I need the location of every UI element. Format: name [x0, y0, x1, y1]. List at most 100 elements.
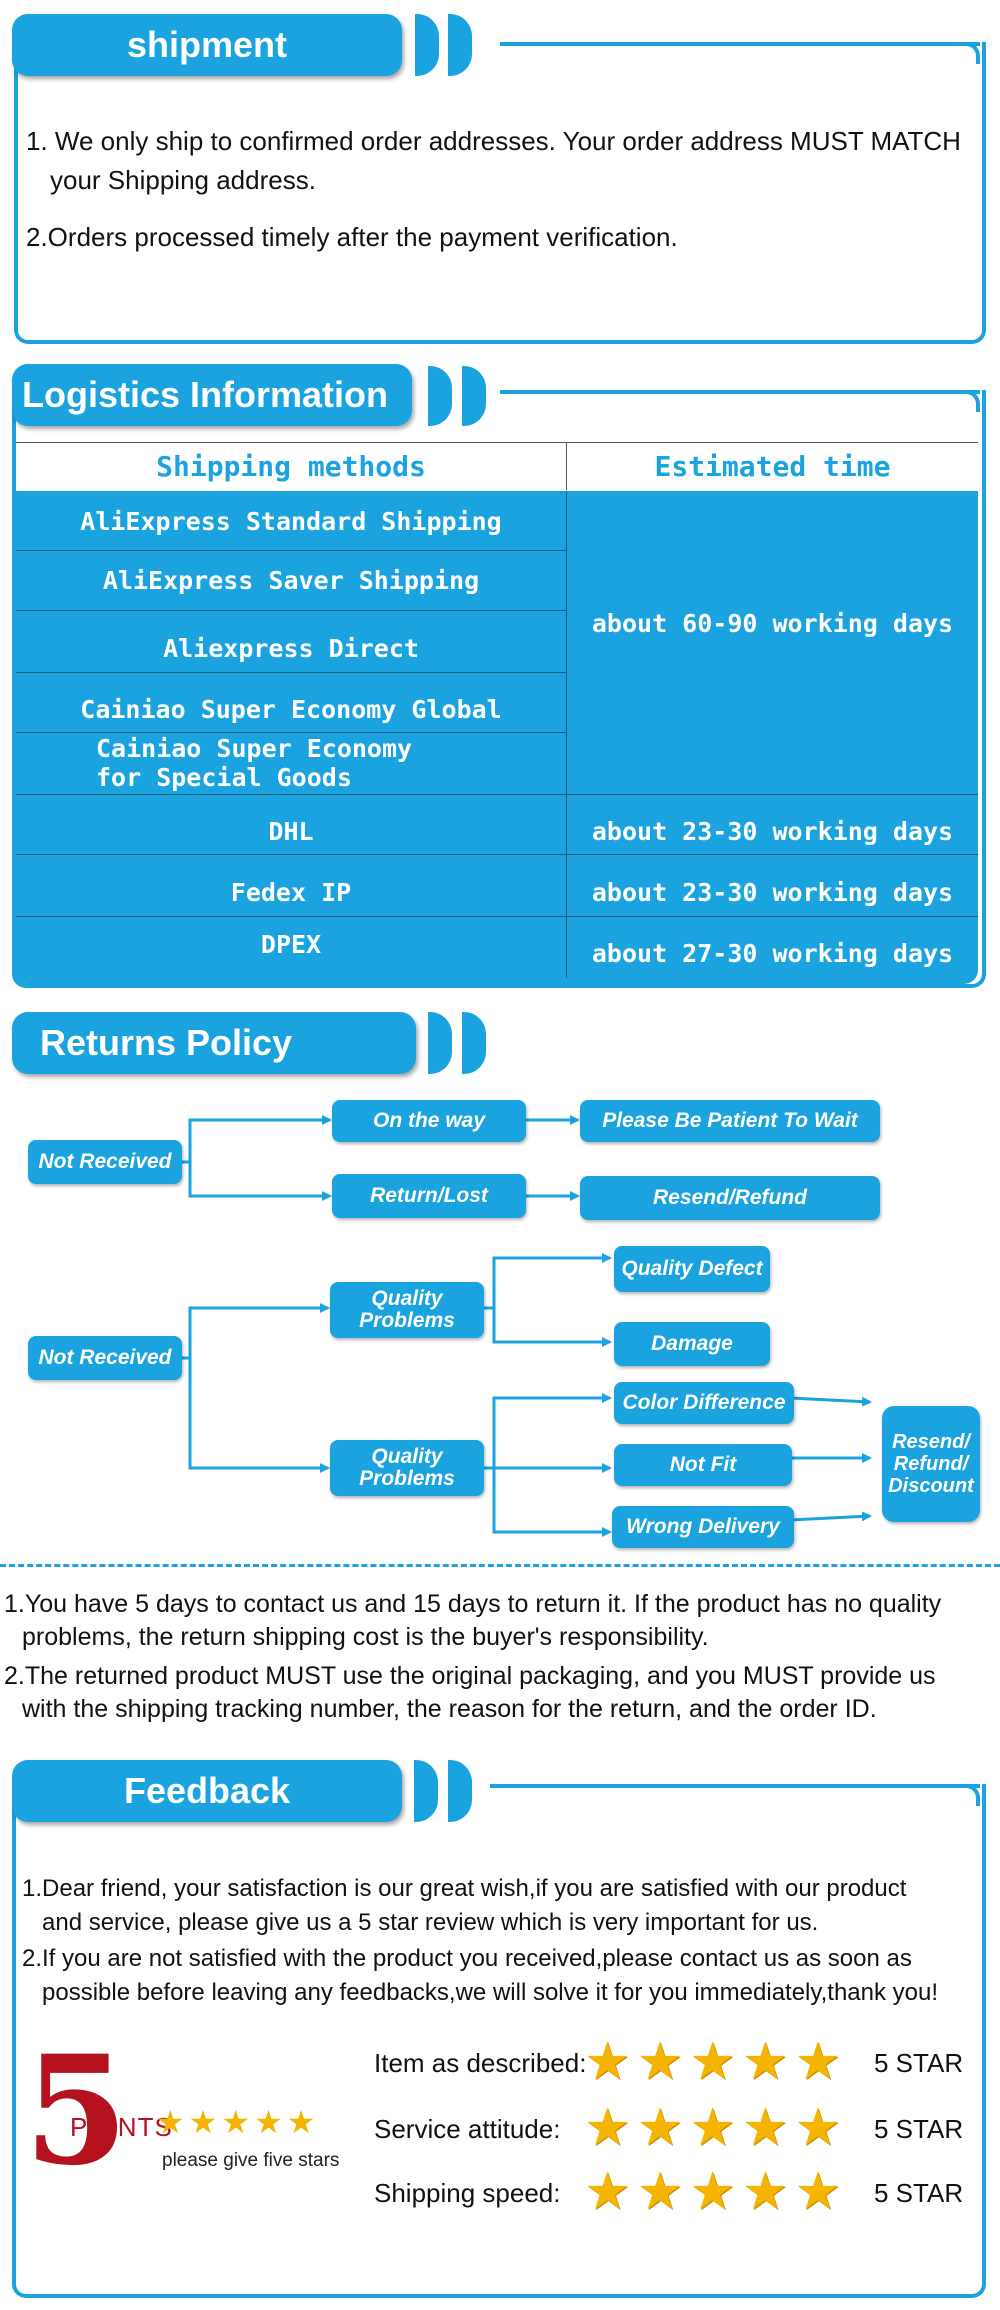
row-rule-4 [16, 732, 566, 733]
shipment-header-line [500, 42, 980, 46]
returns-note-2-line-1: 2.The returned product MUST use the orig… [4, 1662, 936, 1690]
star-icon: ★ [636, 2099, 684, 2157]
time-dpex: about 27-30 working days [591, 939, 954, 968]
returns-title: Returns Policy [12, 1012, 416, 1074]
time-standard-group: about 60-90 working days [591, 608, 954, 638]
method-aliexpress-standard: AliExpress Standard Shipping [80, 506, 502, 536]
returns-note-1-line-1: 1.You have 5 days to contact us and 15 d… [4, 1590, 942, 1618]
flow2-wrong-delivery: Wrong Delivery [612, 1506, 794, 1548]
five-points-label: POINTS [70, 2112, 173, 2142]
logistics-title-deco-2 [462, 366, 486, 426]
star-icon: ★ [636, 2033, 684, 2091]
flow2-color-difference: Color Difference [614, 1382, 794, 1424]
row-rule-1 [16, 550, 566, 551]
rating-service-attitude: Service attitude: ★★★★★ 5 STAR [374, 2102, 974, 2162]
logistics-header-corner [958, 390, 980, 412]
small-star-icon: ★ [156, 2104, 185, 2140]
shipment-item-1: 1. We only ship to confirmed order addre… [26, 122, 961, 200]
returns-note-1-line-2: problems, the return shipping cost is th… [22, 1622, 709, 1651]
flow1-not-received: Not Received [28, 1140, 182, 1184]
rating-shipping-speed: Shipping speed: ★★★★★ 5 STAR [374, 2166, 974, 2226]
rating-item-as-described: Item as described: ★★★★★ 5 STAR [374, 2036, 974, 2096]
feedback-header-line [490, 1784, 980, 1788]
rating-label: Shipping speed: [374, 2178, 561, 2208]
table-body [12, 491, 978, 984]
flow2-quality-problems-2: Quality Problems [330, 1440, 484, 1496]
returns-title-deco-2 [462, 1012, 486, 1074]
method-cainiao-global: Cainiao Super Economy Global [80, 695, 502, 724]
star-icon: ★ [794, 2163, 842, 2221]
returns-note-2: 2.The returned product MUST use the orig… [4, 1660, 936, 1725]
table-header-divider [566, 442, 567, 490]
feedback-title-deco-2 [448, 1760, 472, 1822]
star-icon: ★ [741, 2099, 789, 2157]
time-fedex: about 23-30 working days [591, 878, 954, 907]
row-rule-7 [16, 916, 978, 917]
star-icon: ★ [584, 2033, 631, 2091]
shipment-title-deco-1 [415, 14, 439, 76]
returns-note-1: 1.You have 5 days to contact us and 15 d… [4, 1588, 941, 1653]
feedback-title-deco-1 [414, 1760, 438, 1822]
star-icon: ★ [741, 2163, 789, 2221]
rating-stars: ★★★★★ [584, 2102, 847, 2154]
five-points-stars: ★ ★ ★ ★ ★ [156, 2106, 319, 2138]
small-star-icon: ★ [221, 2104, 251, 2140]
shipment-header-corner [958, 42, 980, 64]
flow1-on-the-way: On the way [332, 1100, 526, 1142]
star-icon: ★ [794, 2033, 842, 2091]
feedback-item-1-line-1: 1.Dear friend, your satisfaction is our … [22, 1875, 907, 1902]
method-fedex-ip: Fedex IP [230, 878, 352, 907]
small-star-icon: ★ [254, 2104, 283, 2140]
rating-value: 5 STAR [874, 2178, 964, 2208]
logistics-header-line [500, 390, 980, 394]
returns-note-2-line-2: with the shipping tracking number, the r… [22, 1694, 877, 1723]
logistics-title-deco-1 [428, 366, 452, 426]
returns-title-deco-1 [428, 1012, 452, 1074]
row-rule-3 [16, 672, 566, 673]
shipment-title-deco-2 [448, 14, 472, 76]
method-aliexpress-saver: AliExpress Saver Shipping [102, 566, 480, 595]
rating-value: 5 STAR [874, 2048, 964, 2078]
returns-dashed-divider [0, 1564, 1000, 1567]
star-icon: ★ [741, 2033, 789, 2091]
method-cainiao-special: Cainiao Super Economy for Special Goods [96, 733, 413, 792]
feedback-title: Feedback [12, 1760, 402, 1822]
feedback-header-corner [958, 1784, 980, 1806]
feedback-item-2: 2.If you are not satisfied with the prod… [22, 1942, 938, 2009]
table-col-divider [566, 491, 567, 978]
flow2-quality-defect: Quality Defect [614, 1246, 770, 1292]
shipment-item-2: 2.Orders processed timely after the paym… [26, 222, 678, 252]
shipment-title: shipment [12, 14, 402, 76]
shipment-item-1-line-2: your Shipping address. [50, 165, 316, 195]
header-estimated-time: Estimated time [654, 449, 891, 483]
method-aliexpress-direct: Aliexpress Direct [163, 634, 419, 663]
shipment-frame [14, 42, 986, 344]
star-icon: ★ [689, 2033, 736, 2091]
header-shipping-methods: Shipping methods [156, 449, 426, 483]
five-points-number: 5 [24, 2023, 129, 2199]
star-icon: ★ [689, 2163, 736, 2221]
rating-stars: ★★★★★ [584, 2036, 847, 2088]
flow2-damage: Damage [614, 1322, 770, 1366]
row-rule-2 [16, 610, 566, 611]
rating-stars: ★★★★★ [584, 2166, 847, 2218]
flow1-please-wait: Please Be Patient To Wait [580, 1100, 880, 1142]
row-rule-6 [16, 854, 978, 855]
flow1-return-lost: Return/Lost [332, 1174, 526, 1218]
flow2-resend-refund-discount: Resend/ Refund/ Discount [882, 1406, 980, 1522]
feedback-item-2-line-2: possible before leaving any feedbacks,we… [42, 1978, 939, 2006]
star-icon: ★ [584, 2163, 631, 2221]
feedback-item-1: 1.Dear friend, your satisfaction is our … [22, 1872, 906, 1939]
method-dhl: DHL [268, 817, 314, 846]
returns-flow-arrows [182, 1115, 872, 1537]
feedback-frame [12, 1784, 986, 2298]
logistics-title: Logistics Information [12, 364, 412, 426]
five-points-caption: please give five stars [162, 2150, 340, 2171]
star-icon: ★ [636, 2163, 684, 2221]
flow2-quality-problems-1: Quality Problems [330, 1282, 484, 1338]
table-header-row [16, 442, 978, 492]
small-star-icon: ★ [188, 2104, 218, 2140]
shipment-item-1-line-1: 1. We only ship to confirmed order addre… [26, 126, 961, 156]
star-icon: ★ [689, 2099, 736, 2157]
rating-value: 5 STAR [874, 2114, 964, 2144]
